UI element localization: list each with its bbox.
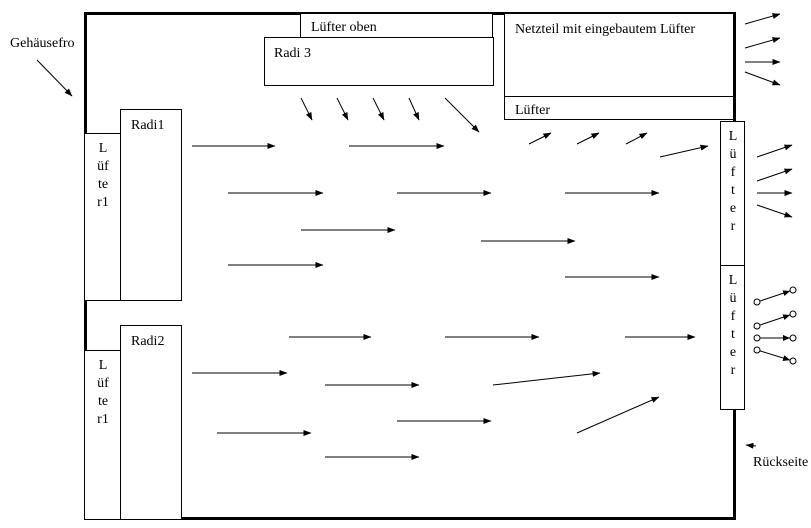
airflow-arrow: [576, 132, 600, 145]
rear-fan-2-label: L ü f t e r: [728, 273, 738, 378]
airflow-arrow: [625, 132, 648, 145]
rear-fan-1: L ü f t e r: [720, 121, 745, 266]
exhaust-arrow-end: [753, 334, 761, 342]
power-supply: Netzteil mit eingebautem Lüfter: [504, 13, 734, 97]
top-fan: Lüfter oben: [300, 13, 493, 39]
front-fan-2: L üf te r1: [84, 350, 122, 520]
airflow-arrow: [576, 396, 660, 434]
airflow-arrow: [372, 97, 385, 121]
front-fan-1-label: L üf te r1: [97, 141, 109, 210]
rear-fan-1-label: L ü f t e r: [728, 129, 738, 234]
radiator-1-label: Radi1: [131, 118, 165, 133]
airflow-arrow: [528, 132, 552, 145]
airflow-arrow: [659, 144, 709, 158]
exhaust-arrowhead: [782, 355, 791, 361]
exhaust-arrow-end: [789, 357, 797, 365]
exhaust-arrow-end: [753, 346, 761, 354]
exhaust-arrow-end: [753, 298, 761, 306]
exhaust-arrow-end: [789, 310, 797, 318]
airflow-arrow: [756, 144, 793, 158]
airflow-arrow: [444, 97, 480, 133]
psu-fan-label: Lüfter: [515, 103, 550, 118]
front-fan-1: L üf te r1: [84, 133, 122, 301]
exhaust-arrow-end: [753, 322, 761, 330]
airflow-arrow: [36, 59, 73, 97]
exhaust-arrow-end: [789, 334, 797, 342]
exhaust-arrowhead: [782, 314, 791, 321]
top-fan-label: Lüfter oben: [311, 20, 377, 35]
airflow-arrow: [756, 204, 793, 218]
exhaust-arrowhead: [782, 290, 791, 297]
radiator-2-label: Radi2: [131, 334, 165, 349]
front-fan-2-label: L üf te r1: [97, 358, 109, 427]
rear-fan-2: L ü f t e r: [720, 265, 745, 410]
airflow-arrow: [408, 97, 420, 121]
airflow-arrow: [300, 97, 313, 121]
airflow-arrow: [745, 442, 757, 449]
case-back-label: Rückseite: [753, 455, 809, 470]
radiator-3: Radi 3: [264, 37, 494, 86]
airflow-arrow: [744, 37, 781, 49]
airflow-arrow: [336, 97, 349, 121]
airflow-arrow: [744, 71, 781, 86]
airflow-arrow: [744, 13, 781, 25]
radiator-3-label: Radi 3: [274, 46, 311, 61]
airflow-arrow: [492, 370, 601, 386]
radiator-2: Radi2: [120, 325, 182, 520]
radiator-1: Radi1: [120, 109, 182, 301]
exhaust-arrowhead: [783, 335, 790, 341]
exhaust-arrow-end: [789, 286, 797, 294]
case-front-label: Gehäusefro: [10, 36, 75, 51]
airflow-arrow: [756, 168, 793, 182]
psu-fan: Lüfter: [504, 96, 734, 120]
power-supply-label: Netzteil mit eingebautem Lüfter: [515, 22, 695, 37]
